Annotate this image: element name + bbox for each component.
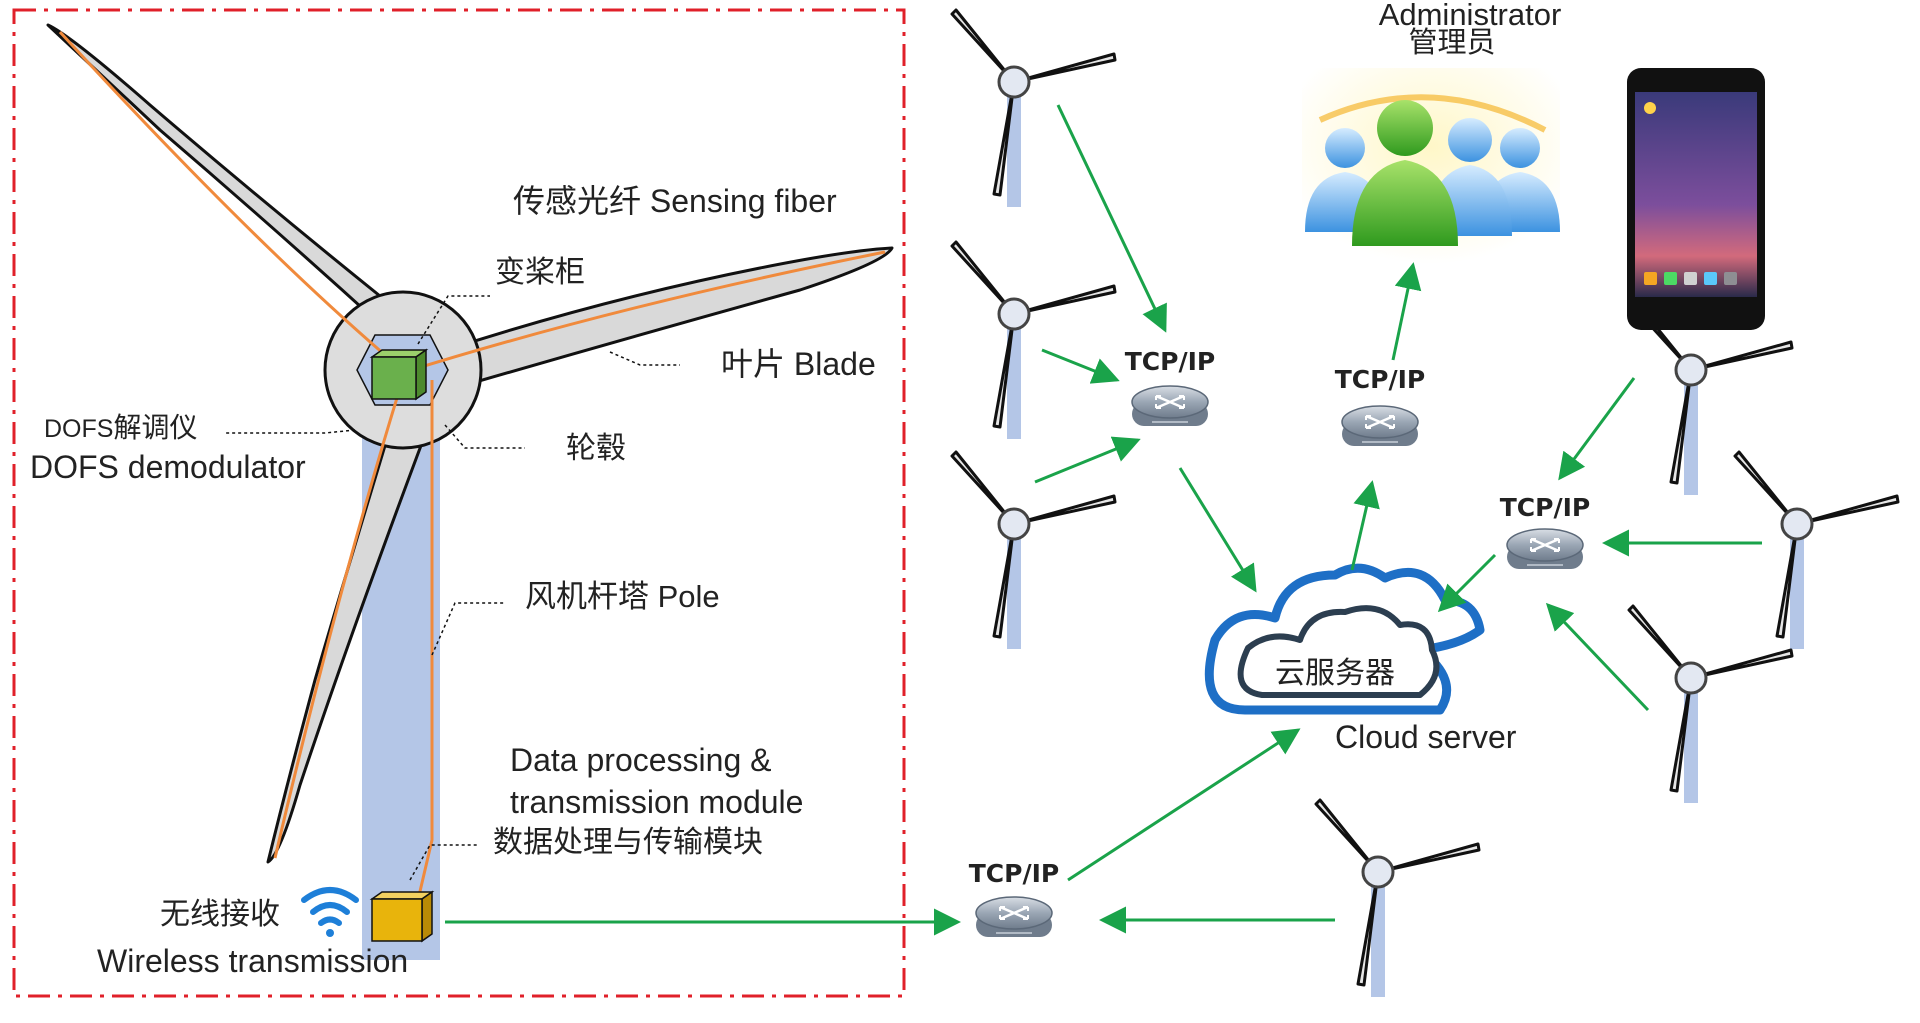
router-right-label: TCP/IP (1500, 493, 1590, 522)
cloud-server-cn-label: 云服务器 (1275, 657, 1395, 690)
arrow-turbine1-to-router-left (1056, 104, 1167, 333)
router-bottom-label: TCP/IP (969, 859, 1059, 888)
callout-leader-lines (225, 295, 680, 881)
wind-turbine-icon (1733, 450, 1900, 651)
administrator-group-icon (1302, 68, 1560, 264)
pole-label: 风机杆塔 Pole (525, 579, 720, 614)
router-icon (974, 895, 1054, 939)
arrow-router-right-to-cloud (1437, 553, 1497, 613)
arrow-turbine3-to-router-left (1034, 436, 1141, 484)
wind-turbine-icon (950, 240, 1117, 441)
sensing-fiber (58, 30, 886, 901)
administrator-en-label: Administrator (1379, 0, 1562, 32)
pitch-cabinet-label: 变桨柜 (495, 256, 585, 289)
dofs-demodulator-en-label: DOFS demodulator (30, 449, 306, 485)
turbine-detail-frame (12, 8, 906, 998)
dofs-demodulator-box (369, 348, 429, 401)
main-wind-turbine (46, 23, 894, 960)
arrow-turbine4-to-router-right (1558, 377, 1636, 481)
arrow-turbine2-to-router-left (1041, 348, 1120, 384)
network-arrows (445, 104, 1762, 936)
router-left-label: TCP/IP (1125, 347, 1215, 376)
sensing-fiber-label: 传感光纤 Sensing fiber (513, 183, 837, 219)
administrator-cn-label: 管理员 (1408, 26, 1495, 59)
router-center-label: TCP/IP (1335, 365, 1425, 394)
module-en-line2: transmission module (510, 784, 803, 820)
dofs-demodulator-cn-prefix: DOFS (44, 415, 113, 443)
wifi-icon (301, 887, 359, 937)
arrow-router-bottom-to-cloud (1067, 728, 1301, 882)
wireless-en-label: Wireless transmission (97, 943, 408, 979)
wind-turbine-icon (1314, 798, 1481, 999)
router-icon (1130, 384, 1210, 428)
dofs-demodulator-cn-label: DOFS解调仪 (44, 412, 197, 443)
wind-turbine-icon (950, 450, 1117, 651)
router-icon (1505, 527, 1585, 571)
blade-label: 叶片 Blade (721, 346, 876, 382)
data-processing-module-box (369, 890, 435, 943)
arrow-router-left-to-cloud (1178, 467, 1257, 593)
module-cn-label: 数据处理与传输模块 (493, 826, 763, 859)
turbine-blade-right (438, 246, 894, 392)
cloud-server-en-label: Cloud server (1335, 719, 1517, 755)
wind-turbine-icon (950, 8, 1117, 209)
smartphone-icon (1627, 68, 1765, 330)
wind-turbine-icon (1627, 604, 1794, 805)
wireless-cn-label: 无线接收 (160, 898, 280, 931)
cloud-icon (1204, 563, 1485, 715)
arrow-cloud-to-router-center (1350, 480, 1380, 571)
module-en-line1: Data processing & (510, 742, 771, 778)
dofs-demodulator-cn-suffix: 解调仪 (113, 412, 197, 443)
arrow-router-center-to-admin (1391, 262, 1422, 361)
hub-label: 轮毂 (566, 432, 626, 465)
router-icon (1340, 404, 1420, 448)
arrow-turbine6-to-router-right (1545, 602, 1650, 712)
turbine-blade-upper-left (46, 23, 447, 372)
